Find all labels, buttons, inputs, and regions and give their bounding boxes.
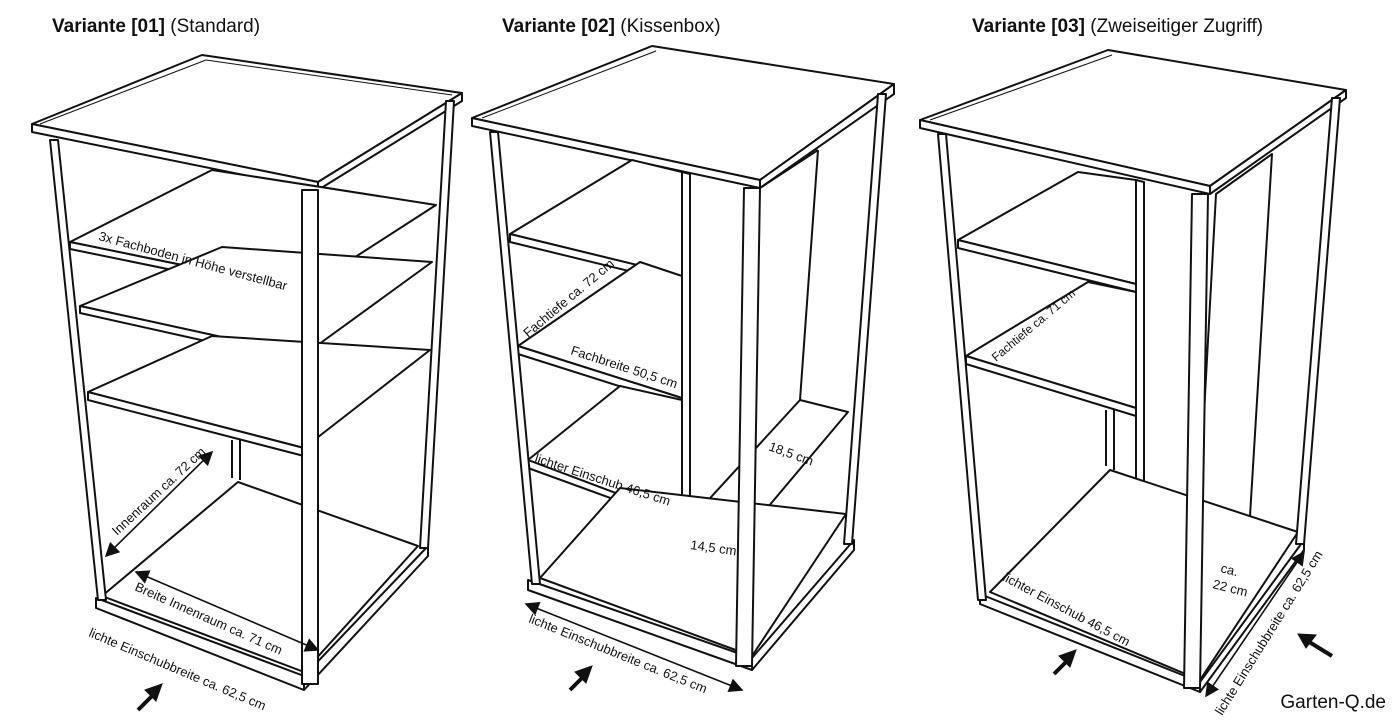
access-arrows (136, 633, 1334, 712)
v3-ca-label: ca. (1219, 560, 1239, 579)
cabinet-variant-2 (471, 45, 895, 671)
variant-2-heading: Variante [02] (502, 16, 615, 37)
variant-1-heading: Variante [01] (52, 16, 165, 37)
v3-access-arrow-right-icon (1297, 633, 1334, 658)
variant-3-subtitle: (Zweiseitiger Zugriff) (1090, 16, 1264, 37)
v3-access-arrow-left-icon (1052, 649, 1077, 676)
v2-opening-dimension (524, 602, 744, 692)
v2-access-arrow-icon (568, 665, 593, 692)
dimension-lines (104, 450, 1305, 698)
variant-3-heading: Variante [03] (972, 16, 1085, 37)
variant-2-title: Variante [02] (Kissenbox) (502, 16, 721, 38)
variant-1-subtitle: (Standard) (170, 16, 261, 37)
v1-depth-dimension (104, 450, 214, 558)
variant-2-subtitle: (Kissenbox) (620, 16, 721, 37)
cabinet-variant-1 (31, 54, 463, 691)
v1-access-arrow-icon (136, 683, 163, 712)
site-credit: Garten-Q.de (1280, 692, 1386, 713)
v2-side-14-label: 14,5 cm (690, 537, 738, 558)
variant-1-title: Variante [01] (Standard) (52, 16, 260, 38)
v3-opening-dimension (1205, 550, 1305, 698)
v1-width-dimension (134, 570, 320, 652)
variant-3-title: Variante [03] (Zweiseitiger Zugriff) (972, 16, 1263, 38)
